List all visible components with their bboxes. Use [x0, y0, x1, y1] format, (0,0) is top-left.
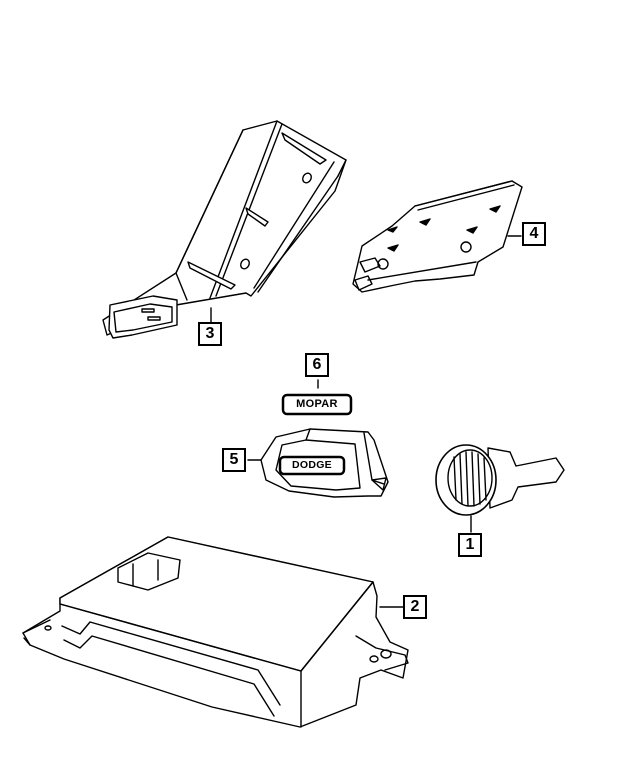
mopar-badge-drawing: [281, 379, 353, 416]
callout-4: 4: [522, 222, 546, 246]
mounting-plate-drawing: [352, 180, 523, 293]
key-fob-drawing: [247, 428, 389, 498]
mopar-badge-label: MOPAR: [296, 398, 338, 410]
callout-1: 1: [458, 533, 482, 557]
callout-3: 3: [198, 322, 222, 346]
dodge-badge-label: DODGE: [291, 459, 332, 471]
callout-5: 5: [222, 448, 246, 472]
ignition-key-drawing: [435, 444, 565, 533]
callout-2: 2: [403, 595, 427, 619]
control-module-drawing: [22, 536, 409, 728]
callout-6: 6: [305, 353, 329, 377]
module-bracket-drawing: [102, 120, 347, 339]
